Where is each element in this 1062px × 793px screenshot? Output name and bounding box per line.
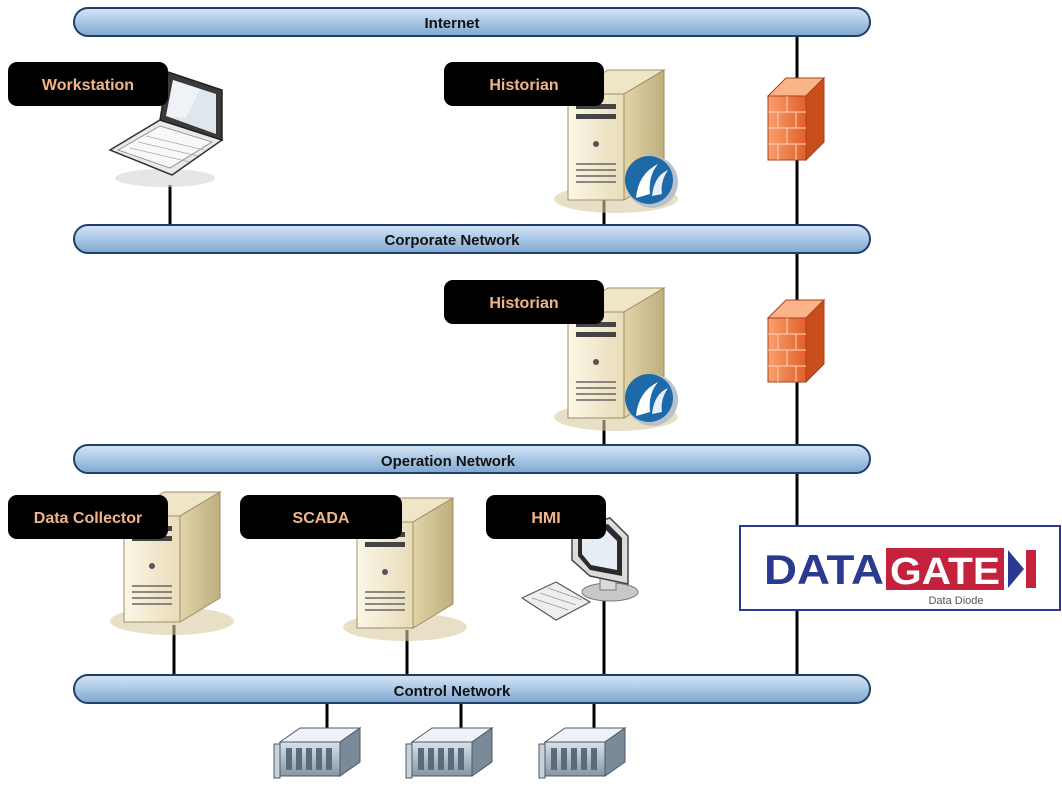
- controller-icon: [538, 727, 626, 779]
- data-collector-label: Data Collector: [34, 510, 142, 527]
- operation-network-label: Operation Network: [381, 453, 516, 470]
- internet-bus: Internet: [73, 7, 871, 37]
- hmi-label: HMI: [531, 510, 560, 527]
- controller-icon: [273, 727, 361, 779]
- datagate-logo: DATA GATE Data Diode: [739, 525, 1061, 611]
- logo-word-gate: GATE: [890, 551, 1000, 593]
- historian-label: Historian: [489, 295, 558, 312]
- internet-label: Internet: [424, 15, 479, 32]
- historian-tag: Historian: [444, 62, 604, 106]
- control-network-label: Control Network: [394, 683, 511, 700]
- firewall-icon: [767, 299, 825, 383]
- connection-lines: [168, 22, 799, 730]
- historian-tag: Historian: [444, 280, 604, 324]
- diode-bar-icon: [1026, 550, 1036, 588]
- scada-label: SCADA: [293, 510, 350, 527]
- logo-word-data: DATA: [764, 546, 884, 593]
- scada-tag: SCADA: [240, 495, 402, 539]
- corporate-network-label: Corporate Network: [384, 232, 520, 249]
- firewall-icon: [767, 77, 825, 161]
- control-network-bus: Control Network: [73, 674, 871, 704]
- hmi-tag: HMI: [486, 495, 606, 539]
- logo-tagline: Data Diode: [928, 595, 983, 607]
- data-collector-tag: Data Collector: [8, 495, 168, 539]
- corporate-network-bus: Corporate Network: [73, 224, 871, 254]
- operation-network-bus: Operation Network: [73, 444, 871, 474]
- laptop-icon: [108, 71, 224, 187]
- workstation-tag: Workstation: [8, 62, 168, 106]
- controller-icon: [405, 727, 493, 779]
- workstation-label: Workstation: [42, 77, 134, 94]
- diode-arrow-icon: [1008, 550, 1024, 588]
- historian-label: Historian: [489, 77, 558, 94]
